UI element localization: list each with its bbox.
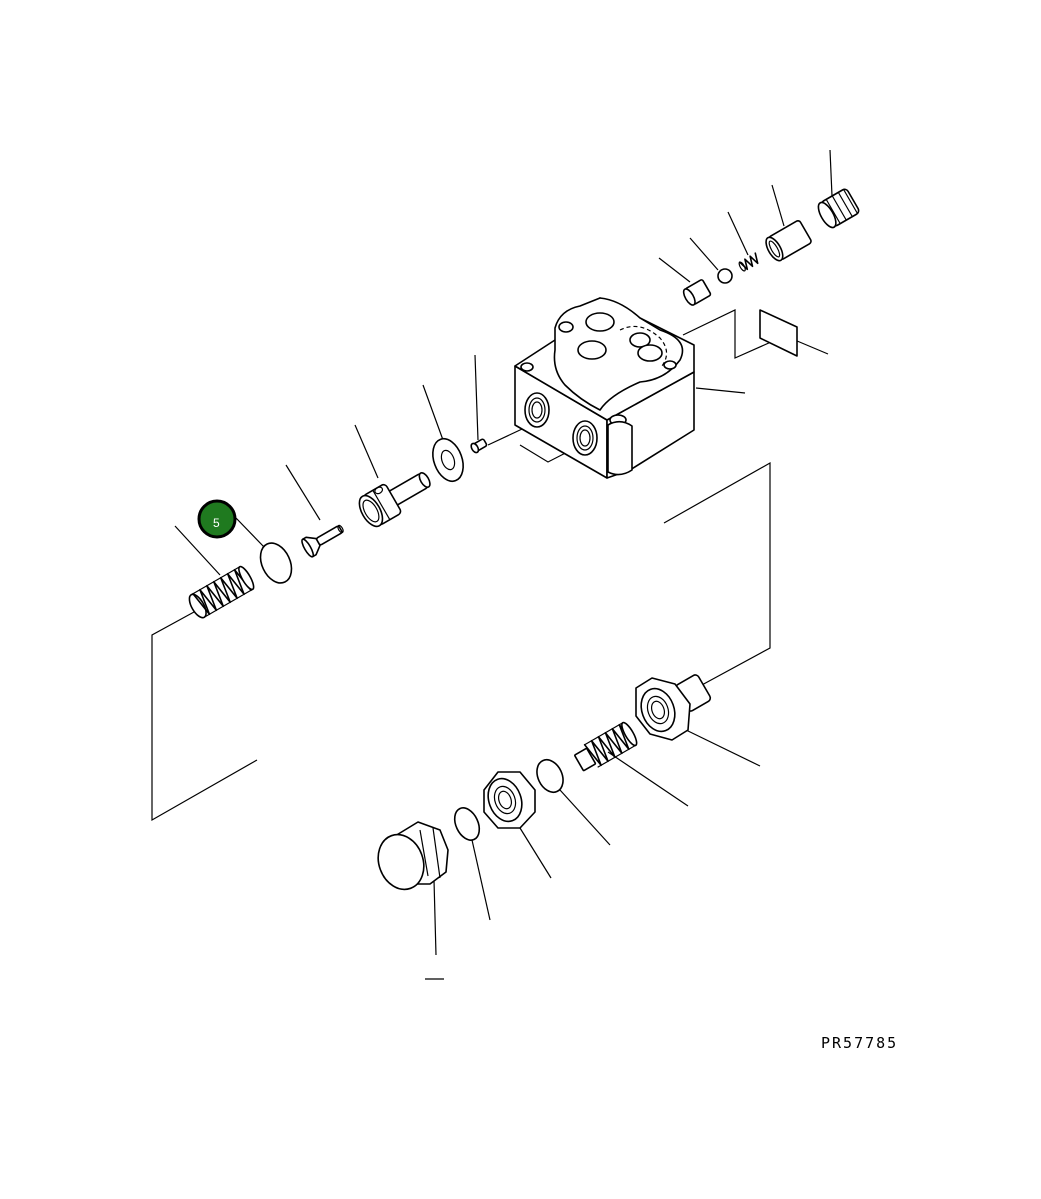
leader-line-hex-fitting: [685, 729, 761, 767]
piston: [358, 471, 431, 528]
ball: [717, 268, 733, 284]
leader-line-ball: [689, 237, 719, 271]
valve-body: [514, 297, 695, 479]
leader-line-washer: [422, 384, 444, 441]
hex-fitting: [635, 674, 712, 741]
leader-line-cap: [433, 879, 437, 956]
leader-line-oring-left: [235, 517, 266, 549]
sleeve: [765, 220, 812, 262]
leader-line-oring-mid: [559, 789, 611, 846]
leader-line-locknut: [519, 827, 552, 879]
gasket-plate: [759, 309, 798, 357]
locknut: [483, 771, 536, 829]
bracket-left: [151, 611, 258, 822]
top-plug: [817, 188, 860, 229]
callout-circle[interactable]: [197, 499, 237, 539]
oring-left: [259, 542, 293, 584]
leader-line-small-spring: [727, 211, 749, 256]
leader-line-pin: [474, 354, 479, 441]
leader-line-top-plug: [829, 149, 833, 197]
small-spring: [738, 252, 759, 272]
leader-line-sleeve: [771, 184, 785, 227]
adjust-screw: [574, 721, 638, 772]
oring-low: [453, 807, 481, 841]
seat: [682, 279, 712, 306]
leader-line-body: [695, 387, 746, 394]
leader-line-piston: [354, 424, 379, 479]
reference-code: PR57785: [821, 1034, 898, 1052]
callout-number[interactable]: 5: [213, 516, 220, 530]
gasket-bracket: [682, 309, 781, 359]
large-spring: [188, 565, 255, 619]
oring-mid: [536, 758, 564, 794]
callout-badge[interactable]: 5: [197, 499, 237, 539]
cap: [377, 821, 449, 891]
leader-line-poppet: [285, 464, 321, 521]
pin: [470, 438, 488, 454]
washer: [432, 437, 464, 483]
bracket-right: [663, 461, 771, 687]
leader-line-seat: [658, 257, 691, 283]
leader-line-adjust-screw: [607, 751, 689, 807]
poppet: [301, 524, 344, 558]
leader-line-oring-low: [471, 839, 491, 921]
leader-line-large-spring: [174, 525, 221, 576]
